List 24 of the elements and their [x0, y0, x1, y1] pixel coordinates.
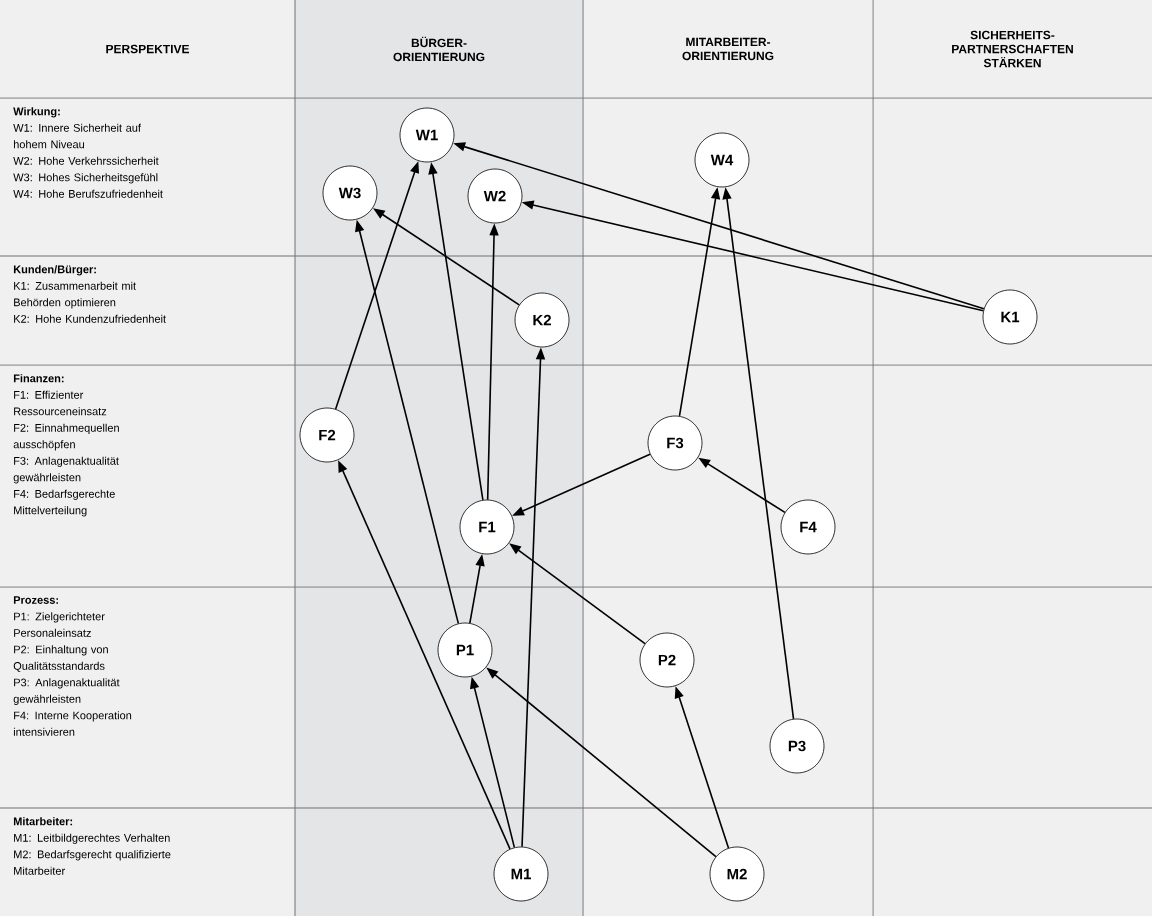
label: Prozess:: [13, 596, 58, 604]
label: F1: Effizienter Ressourceneinsatz: [14, 390, 107, 416]
label: W4: Hohe Berufszufriedenheit: [13, 189, 163, 198]
column-header: PERSPEKTIVE: [106, 44, 190, 54]
label: W2: Hohe Verkehrssicherheit: [13, 156, 159, 165]
label: W1: Innere Sicherheit auf hohem Niveau: [13, 123, 141, 149]
row-label: Prozess: P1: Zielgerichteter Personaleinsatz P2: Einhaltung von Qualitätsstandards P3: Anlagenaktualität gewährleisten F4: Interne Kooperation intensivieren: [13, 596, 132, 736]
label: F4: Bedarfsgerechte Mittelverteilung: [14, 489, 115, 517]
label: P1: Zielgerichteter Personaleinsatz: [14, 612, 105, 637]
label: F4: Interne Kooperation intensivieren: [13, 711, 132, 736]
column-header: MITARBEITER- ORIENTIERUNG: [682, 37, 774, 61]
row-label: Kunden/Bürger: K1: Zusammenarbeit mit Behörden optimieren K2: Hohe Kundenzufriedenheit: [13, 265, 166, 323]
label: Finanzen:: [13, 374, 64, 383]
row-label: Finanzen: F1: Effizienter Ressourceneinsatz F2: Einnahmequellen ausschöpfen F3: Anlagenaktualität gewährleisten F4: Bedarfsgerechte Mittelverteilung: [13, 374, 119, 517]
column-header: SICHERHEITS- PARTNERSCHAFTEN STÄRKEN: [952, 30, 1073, 68]
label: P2: Einhaltung von Qualitätsstandards: [13, 645, 108, 672]
label: F2: Einnahmequellen ausschöpfen: [13, 423, 119, 451]
column-header: BÜRGER- ORIENTIERUNG: [393, 36, 485, 62]
label: Wirkung:: [13, 107, 60, 118]
row-label: Wirkung: W1: Innere Sicherheit auf hohem Niveau W2: Hohe Verkehrssicherheit W3: Hohes Sicherheitsgefühl W4: Hohe Berufszufriedenheit: [13, 107, 163, 198]
row-label: Mitarbeiter: M1: Leitbildgerechtes Verhalten M2: Bedarfsgerecht qualifizierte Mitarbeiter: [13, 817, 171, 875]
label: P3: Anlagenaktualität gewährleisten: [13, 678, 120, 706]
label: F3: Anlagenaktualität gewährleisten: [13, 456, 119, 484]
label: W3: Hohes Sicherheitsgefühl: [13, 173, 158, 184]
